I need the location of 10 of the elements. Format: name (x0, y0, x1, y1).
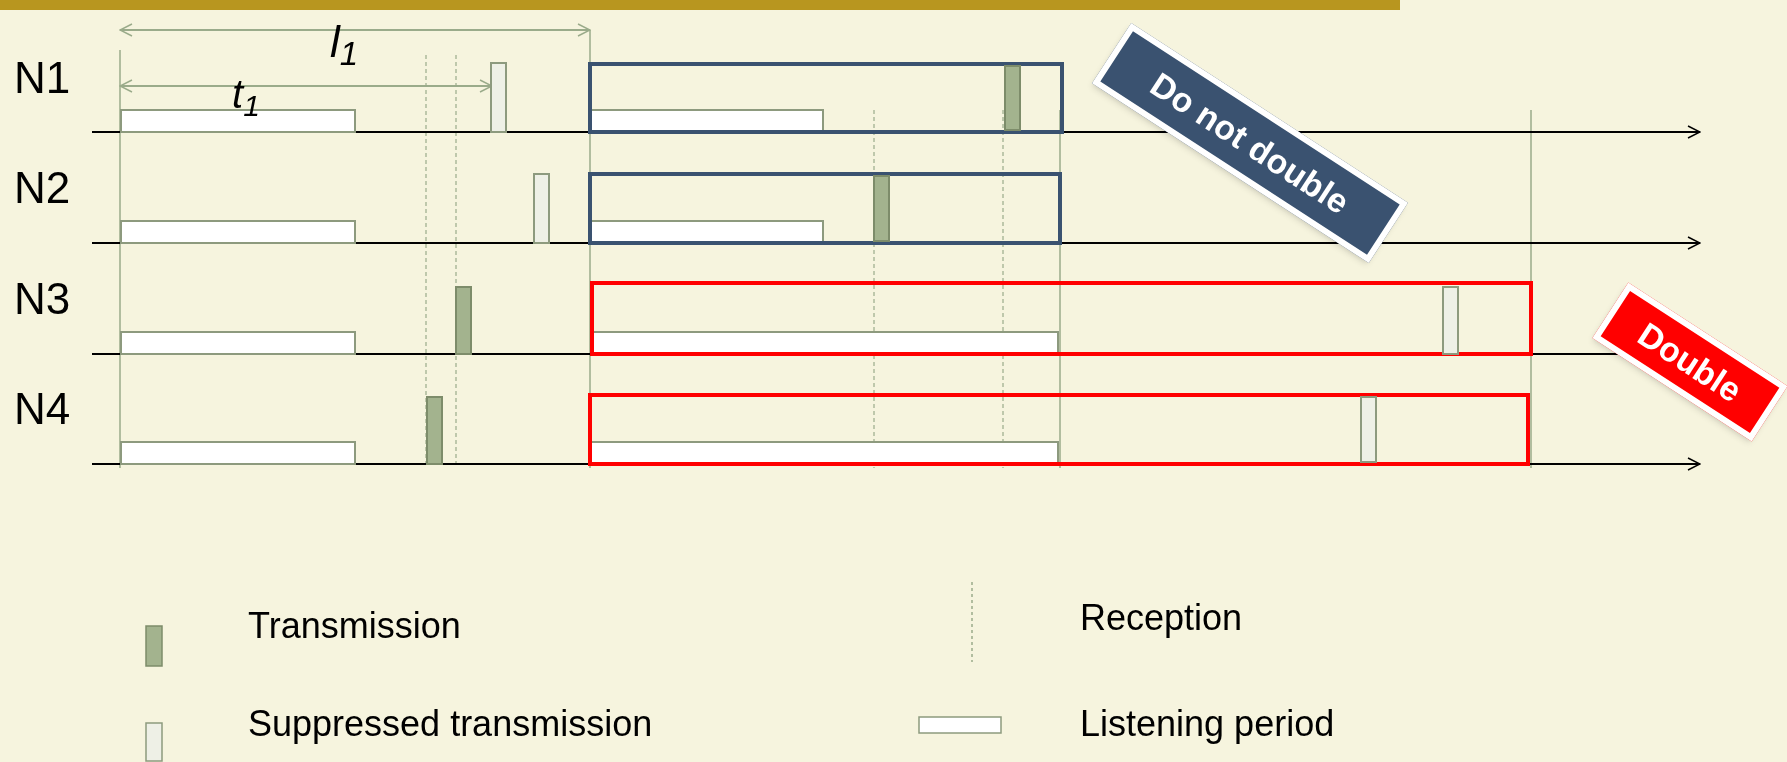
node-row-label: N3 (14, 277, 71, 321)
node-row-label: N1 (14, 56, 71, 100)
legend-label: Reception (1080, 600, 1243, 636)
dimension-label: l$_{1}$ (330, 20, 359, 64)
legend-label: Transmission (248, 608, 461, 644)
legend-label: Listening period (1080, 706, 1335, 742)
dimension-label: t$_{1}$ (232, 74, 260, 114)
node-row-label: N2 (14, 166, 71, 210)
legend-label: Suppressed transmission (248, 706, 653, 742)
node-row-label: N4 (14, 387, 71, 431)
